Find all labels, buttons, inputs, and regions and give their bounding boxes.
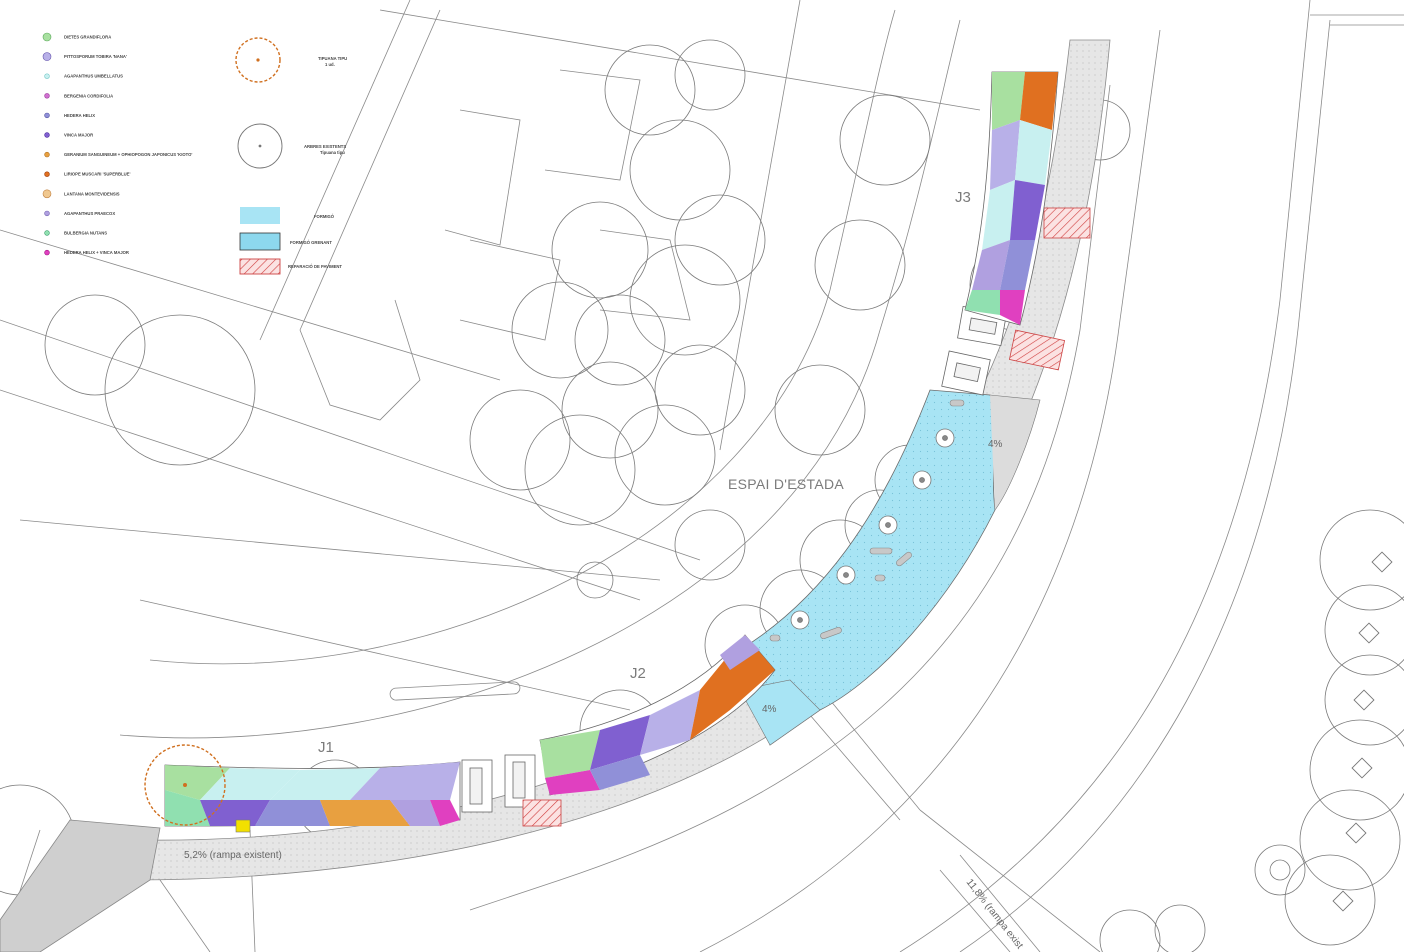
legend: DIETES GRANDIFLORA PITTOSPORUM TOBIRA 'NA…	[42, 32, 192, 256]
slope-j2: 4%	[762, 704, 777, 715]
legend-swatch-icon	[42, 32, 52, 42]
legend-reparacio-label: REPARACIÓ DE PAVIMENT	[288, 264, 342, 269]
planting-bed-j1	[164, 761, 461, 827]
legend-swatch-icon	[44, 230, 50, 236]
legend-formigo-label: FORMIGÓ	[314, 214, 335, 219]
legend-plant-label: LIRIOPE MUSCARI 'SUPERBLUE'	[64, 172, 130, 177]
legend-swatch-icon	[44, 73, 50, 79]
legend-existing-tree: ARBRES EXISTENTS Tipuana tipu	[237, 123, 346, 169]
legend-plant-label: AGAPANTHUS PRAECOX	[64, 211, 115, 216]
legend-swatch-icon	[44, 171, 50, 177]
existing-trees	[0, 39, 1404, 952]
legend-plant-label: VINCA MAJOR	[64, 133, 93, 138]
legend-swatch-icon	[44, 151, 50, 158]
slope-j3: 4%	[988, 439, 1003, 450]
legend-materials: FORMIGÓ FORMIGÓ GRENANT REPARACIÓ DE PAV…	[239, 207, 342, 275]
legend-swatch-icon	[44, 249, 50, 256]
legend-swatch-icon	[44, 210, 50, 217]
legend-plant-label: BULBERGIA NUTANS	[64, 231, 107, 236]
legend-swatch-icon	[44, 112, 50, 119]
legend-swatch-icon	[42, 52, 52, 61]
legend-plant-label: AGAPANTHUS UMBELLATUS	[64, 74, 123, 79]
street-tree-pits	[1332, 551, 1393, 912]
zone-label-j3: J3	[955, 189, 971, 206]
planting-bed-j3	[964, 71, 1059, 326]
legend-tipuana-label: TIPUANA TIPU	[318, 56, 347, 61]
espai-destada-label: ESPAI D'ESTADA	[728, 476, 844, 492]
legend-swatch-icon	[44, 93, 50, 99]
legend-plant-label: HEDERA HELIX	[64, 113, 95, 118]
reparacio-swatch	[239, 258, 281, 275]
pavement-repairs	[522, 207, 1091, 827]
existing-tree-symbol-icon	[237, 123, 283, 169]
plaza-benches	[769, 399, 965, 642]
legend-existing-tree-label: ARBRES EXISTENTS	[304, 144, 346, 149]
slope-rampa-right: 11,8% (rampa exist	[964, 877, 1025, 951]
zone-label-j1: J1	[318, 739, 334, 756]
formigo-granallat-swatch	[239, 232, 281, 251]
legend-swatch-icon	[44, 132, 50, 138]
legend-plant-label: PITTOSPORUM TOBIRA 'NANA'	[64, 54, 127, 59]
legend-plant-label: GERANIUM SANGUINEUM + OPHIOPOGON JAPONIC…	[64, 152, 192, 157]
tipuana-symbol-icon	[235, 37, 281, 83]
legend-plant-label: DIETES GRANDIFLORA	[64, 35, 111, 40]
slope-rampa-existent: 5,2% (rampa existent)	[184, 850, 282, 861]
planting-bed-j2	[539, 634, 776, 796]
existing-ramp	[0, 819, 161, 952]
tipuana-tree-plan	[144, 744, 226, 826]
plaza-seats	[790, 428, 955, 630]
legend-plant-label: BERGENIA CORDIFOLIA	[64, 93, 113, 98]
legend-existing-tree-sublabel: Tipuana tipu	[320, 150, 345, 155]
legend-swatch-icon	[42, 189, 52, 199]
legend-formigo-granallat-label: FORMIGÓ GRENANT	[290, 240, 332, 245]
legend-tipuana: TIPUANA TIPU 1 ud.	[235, 37, 347, 83]
yellow-marker	[235, 819, 251, 833]
formigo-swatch	[240, 207, 280, 224]
zone-label-j2: J2	[630, 665, 646, 682]
legend-plant-label: LANTANA MONTEVIDENSIS	[64, 191, 120, 196]
legend-tipuana-sublabel: 1 ud.	[325, 62, 335, 67]
bench-boxes	[461, 305, 1007, 813]
legend-plant-label: HEDERA HELIX + VINCA MAJOR	[64, 250, 129, 255]
